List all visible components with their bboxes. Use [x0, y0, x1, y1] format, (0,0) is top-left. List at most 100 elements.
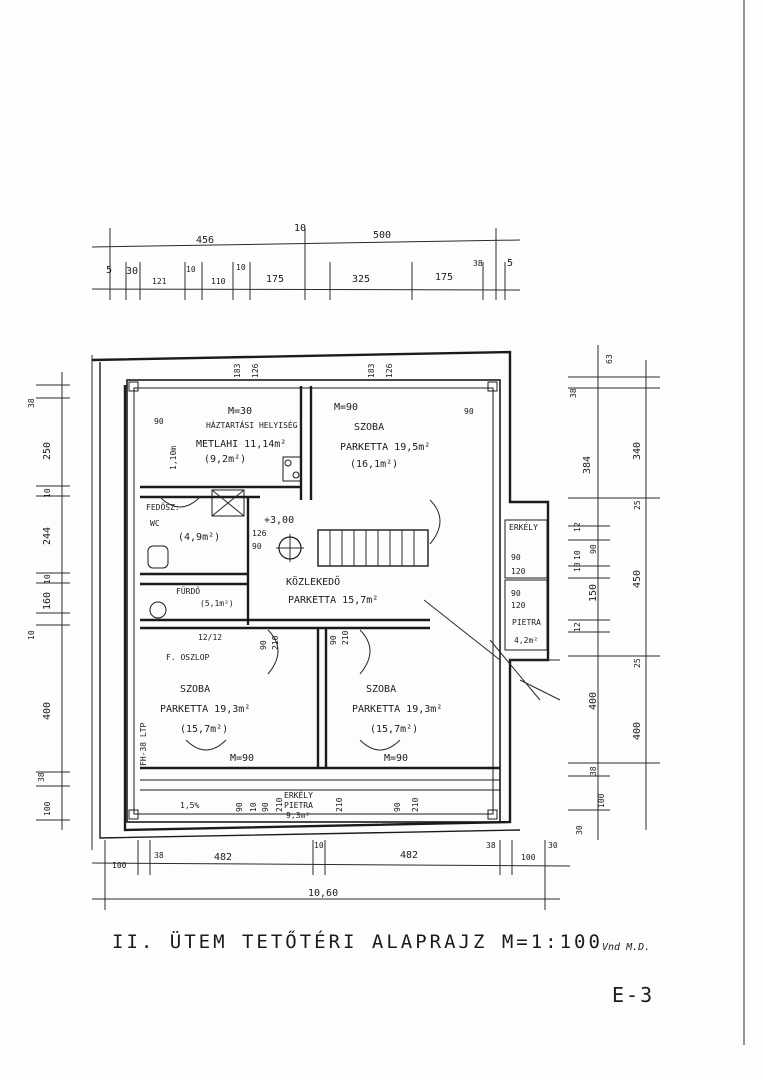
right-dim-340: 340: [632, 442, 643, 460]
left-dim-250: 250: [42, 442, 53, 460]
right-dim-100: 100: [597, 793, 606, 808]
wc-side2: 90: [252, 542, 262, 551]
left-dimension-chain: 38 250 10 244 10 160 10 400 38 100: [27, 355, 93, 850]
balcony-dim-2: 90: [261, 802, 270, 812]
hazt-top2: 126: [251, 363, 260, 378]
top-dim-10a: 10: [294, 223, 306, 234]
top-dim-30: 30: [126, 266, 138, 277]
fedo-label: FEDŐSZ.: [146, 502, 180, 512]
wc-stair: +3,00: [264, 515, 294, 526]
left-dim-100: 100: [43, 801, 52, 816]
door-dim-3: 210: [341, 630, 350, 645]
hazt-area: METLAHI 11,14m²: [196, 439, 286, 450]
left-dim-10a: 10: [43, 488, 52, 498]
balcony-dim-1: 10: [249, 802, 258, 812]
wc-area: (4,9m²): [178, 532, 220, 543]
left-dim-10c: 10: [27, 630, 36, 640]
balcony-area: 9,3m²: [286, 811, 310, 820]
bottom-dim-38b: 38: [486, 841, 496, 850]
erkely-title: ERKÉLY: [509, 521, 538, 532]
door-dim-0: 90: [259, 640, 268, 650]
balcony-dim-4: 210: [335, 797, 344, 812]
right-dim-38: 38: [569, 388, 578, 398]
furdo-title: FÜRDŐ: [176, 586, 200, 596]
szoba1-dim: 90: [464, 407, 474, 416]
right-dim-12b: 12: [573, 622, 582, 632]
hazt-title: HÁZTARTÁSI HELYISÉG: [206, 419, 298, 430]
right-dim-10a: 10: [573, 550, 582, 560]
szoba1-area: PARKETTA 19,5m²: [340, 442, 430, 453]
top-dim-5b: 5: [507, 258, 513, 269]
szoba3-h: M=90: [384, 753, 408, 764]
right-dim-25a: 25: [633, 500, 642, 510]
furdo-area: (5,1m²): [200, 599, 234, 608]
balcony-title: ERKÉLY: [284, 789, 313, 800]
erkely-dim3: 90: [511, 589, 521, 598]
right-dim-384: 384: [582, 456, 593, 474]
right-dimension-chain: 38 384 12 10 90 10 150 12 400 38 100 30 …: [568, 345, 660, 840]
top-dim-121: 121: [152, 277, 167, 286]
door-dim-2: 90: [329, 635, 338, 645]
right-dim-400: 400: [588, 692, 599, 710]
hazt-area2: (9,2m²): [204, 454, 246, 465]
szoba2-h: M=90: [230, 753, 254, 764]
erkely-dim2: 120: [511, 567, 526, 576]
szoba1-title: SZOBA: [354, 422, 384, 433]
left-dim-38b: 38: [37, 772, 46, 782]
drawing-title: II. ÜTEM TETŐTÉRI ALAPRAJZ M=1:100: [112, 929, 603, 953]
szoba2-title: SZOBA: [180, 684, 210, 695]
left-dim-244: 244: [42, 527, 53, 545]
koz-title: KÖZLEKEDŐ: [286, 574, 340, 588]
side-label: FH-38 LTP: [139, 722, 148, 766]
balcony-left: 1,5%: [180, 801, 199, 810]
balcony-dim-3: 210: [275, 797, 284, 812]
szoba2-area: PARKETTA 19,3m²: [160, 704, 250, 715]
szoba1-top2: 126: [385, 363, 394, 378]
wc-side: 126: [252, 529, 267, 538]
signature: Vnd M.D.: [602, 942, 650, 953]
right-dim-12a: 12: [573, 522, 582, 532]
balcony-dim-0: 90: [235, 802, 244, 812]
szoba3-area: PARKETTA 19,3m²: [352, 704, 442, 715]
top-dim-10b: 10: [186, 265, 196, 274]
szoba1-top: 183: [367, 363, 376, 378]
top-dim-175b: 175: [435, 272, 453, 283]
left-dim-38: 38: [27, 398, 36, 408]
bottom-dim-10: 10: [314, 841, 324, 850]
top-dim-110: 110: [211, 277, 226, 286]
bottom-dim-100a: 100: [112, 861, 127, 870]
szoba1-area2: (16,1m²): [350, 459, 398, 470]
right-dim-25b: 25: [633, 658, 642, 668]
right-dim-150: 150: [588, 584, 599, 602]
hazt-sink: 90: [154, 417, 164, 426]
pietra-area: 4,2m²: [514, 636, 538, 645]
top-dim-38: 38: [473, 259, 483, 268]
bottom-dim-482b: 482: [400, 850, 418, 861]
door-dim-1: 210: [271, 635, 280, 650]
sheet-code: E-3: [612, 983, 654, 1007]
top-dimension-chain: 456 10 500 5 30 121 10 110 10 175 325 17…: [91, 223, 521, 300]
szoba1-h: M=90: [334, 402, 358, 413]
bottom-dim-total: 10,60: [308, 888, 338, 899]
top-dim-10c: 10: [236, 263, 246, 272]
right-dim-38b: 38: [589, 766, 598, 776]
bottom-dim-30: 30: [548, 841, 558, 850]
right-dim-400b: 400: [632, 722, 643, 740]
szoba2-dim: 12/12: [198, 633, 222, 642]
hazt-side: 1,10m: [169, 446, 178, 470]
koz-area: PARKETTA 15,7m²: [288, 595, 378, 606]
pietra-title: PIETRA: [512, 618, 541, 627]
top-dim-5a: 5: [106, 265, 112, 276]
bottom-dim-100b: 100: [521, 853, 536, 862]
szoba2-area2: (15,7m²): [180, 724, 228, 735]
right-dim-30: 30: [575, 825, 584, 835]
plan-walls: [91, 350, 561, 839]
hazt-h: M=30: [228, 406, 252, 417]
balcony-dim-6: 210: [411, 797, 420, 812]
top-dim-456: 456: [196, 235, 214, 246]
top-dim-500: 500: [373, 230, 391, 241]
wc-title: WC: [150, 519, 160, 528]
left-dim-400: 400: [42, 702, 53, 720]
right-dim-10b: 10: [573, 562, 582, 572]
